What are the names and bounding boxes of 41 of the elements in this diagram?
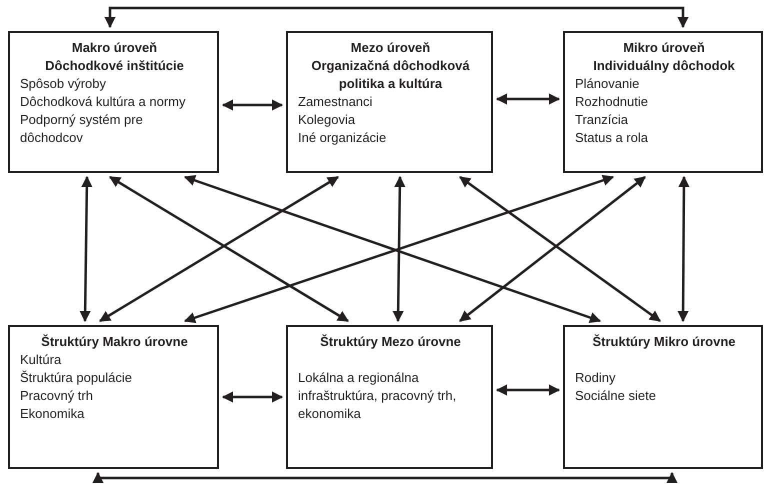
box-heading: Organizačná dôchodková politika a kultúra bbox=[310, 57, 471, 93]
box-heading: Štruktúry Mezo úrovne bbox=[319, 333, 462, 351]
double-arrow bbox=[80, 176, 92, 322]
list-item: Spôsob výroby bbox=[20, 75, 107, 93]
level-box bbox=[8, 31, 219, 173]
box-heading: Mezo úroveň bbox=[350, 39, 432, 57]
list-item: Status a rola bbox=[575, 129, 649, 147]
level-box bbox=[286, 325, 493, 469]
list-item: Pracovný trh bbox=[20, 387, 94, 405]
level-box bbox=[286, 31, 493, 173]
double-arrow bbox=[222, 391, 284, 403]
list-item: Ekonomika bbox=[20, 405, 86, 423]
double-arrow bbox=[677, 176, 690, 322]
list-item: Tranzícia bbox=[575, 111, 629, 129]
double-arrow bbox=[496, 384, 560, 396]
box-heading: Mikro úroveň bbox=[622, 39, 706, 57]
list-item: Iné organizácie bbox=[298, 129, 388, 147]
list-item: Podporný systém pre dôchodcov bbox=[20, 111, 144, 147]
list-item: Kolegovia bbox=[298, 111, 356, 129]
list-item: Rozhodnutie bbox=[575, 93, 649, 111]
list-item: Rodiny bbox=[575, 369, 616, 387]
box-heading: Dôchodkové inštitúcie bbox=[44, 57, 185, 75]
box-heading: Štruktúry Mikro úrovne bbox=[591, 333, 737, 351]
list-item: Lokálna a regionálna infraštruktúra, pracovný trh, ekonomika bbox=[298, 369, 458, 423]
list-item: Kultúra bbox=[20, 351, 62, 369]
level-box bbox=[563, 31, 763, 173]
double-arrow bbox=[496, 93, 560, 105]
list-item: Sociálne siete bbox=[575, 387, 657, 405]
level-box bbox=[563, 325, 763, 469]
list-item: Dôchodková kultúra a normy bbox=[20, 93, 186, 111]
level-box bbox=[8, 325, 219, 469]
list-item: Zamestnanci bbox=[298, 93, 374, 111]
double-arrow bbox=[392, 176, 406, 322]
list-item: Plánovanie bbox=[575, 75, 640, 93]
list-item: Štruktúra populácie bbox=[20, 369, 134, 387]
double-arrow bbox=[104, 6, 689, 28]
box-heading: Makro úroveň bbox=[70, 39, 158, 57]
box-heading: Individuálny dôchodok bbox=[592, 57, 736, 75]
double-arrow bbox=[92, 472, 678, 484]
double-arrow bbox=[222, 99, 284, 111]
box-heading: Štruktúry Makro úrovne bbox=[40, 333, 189, 351]
